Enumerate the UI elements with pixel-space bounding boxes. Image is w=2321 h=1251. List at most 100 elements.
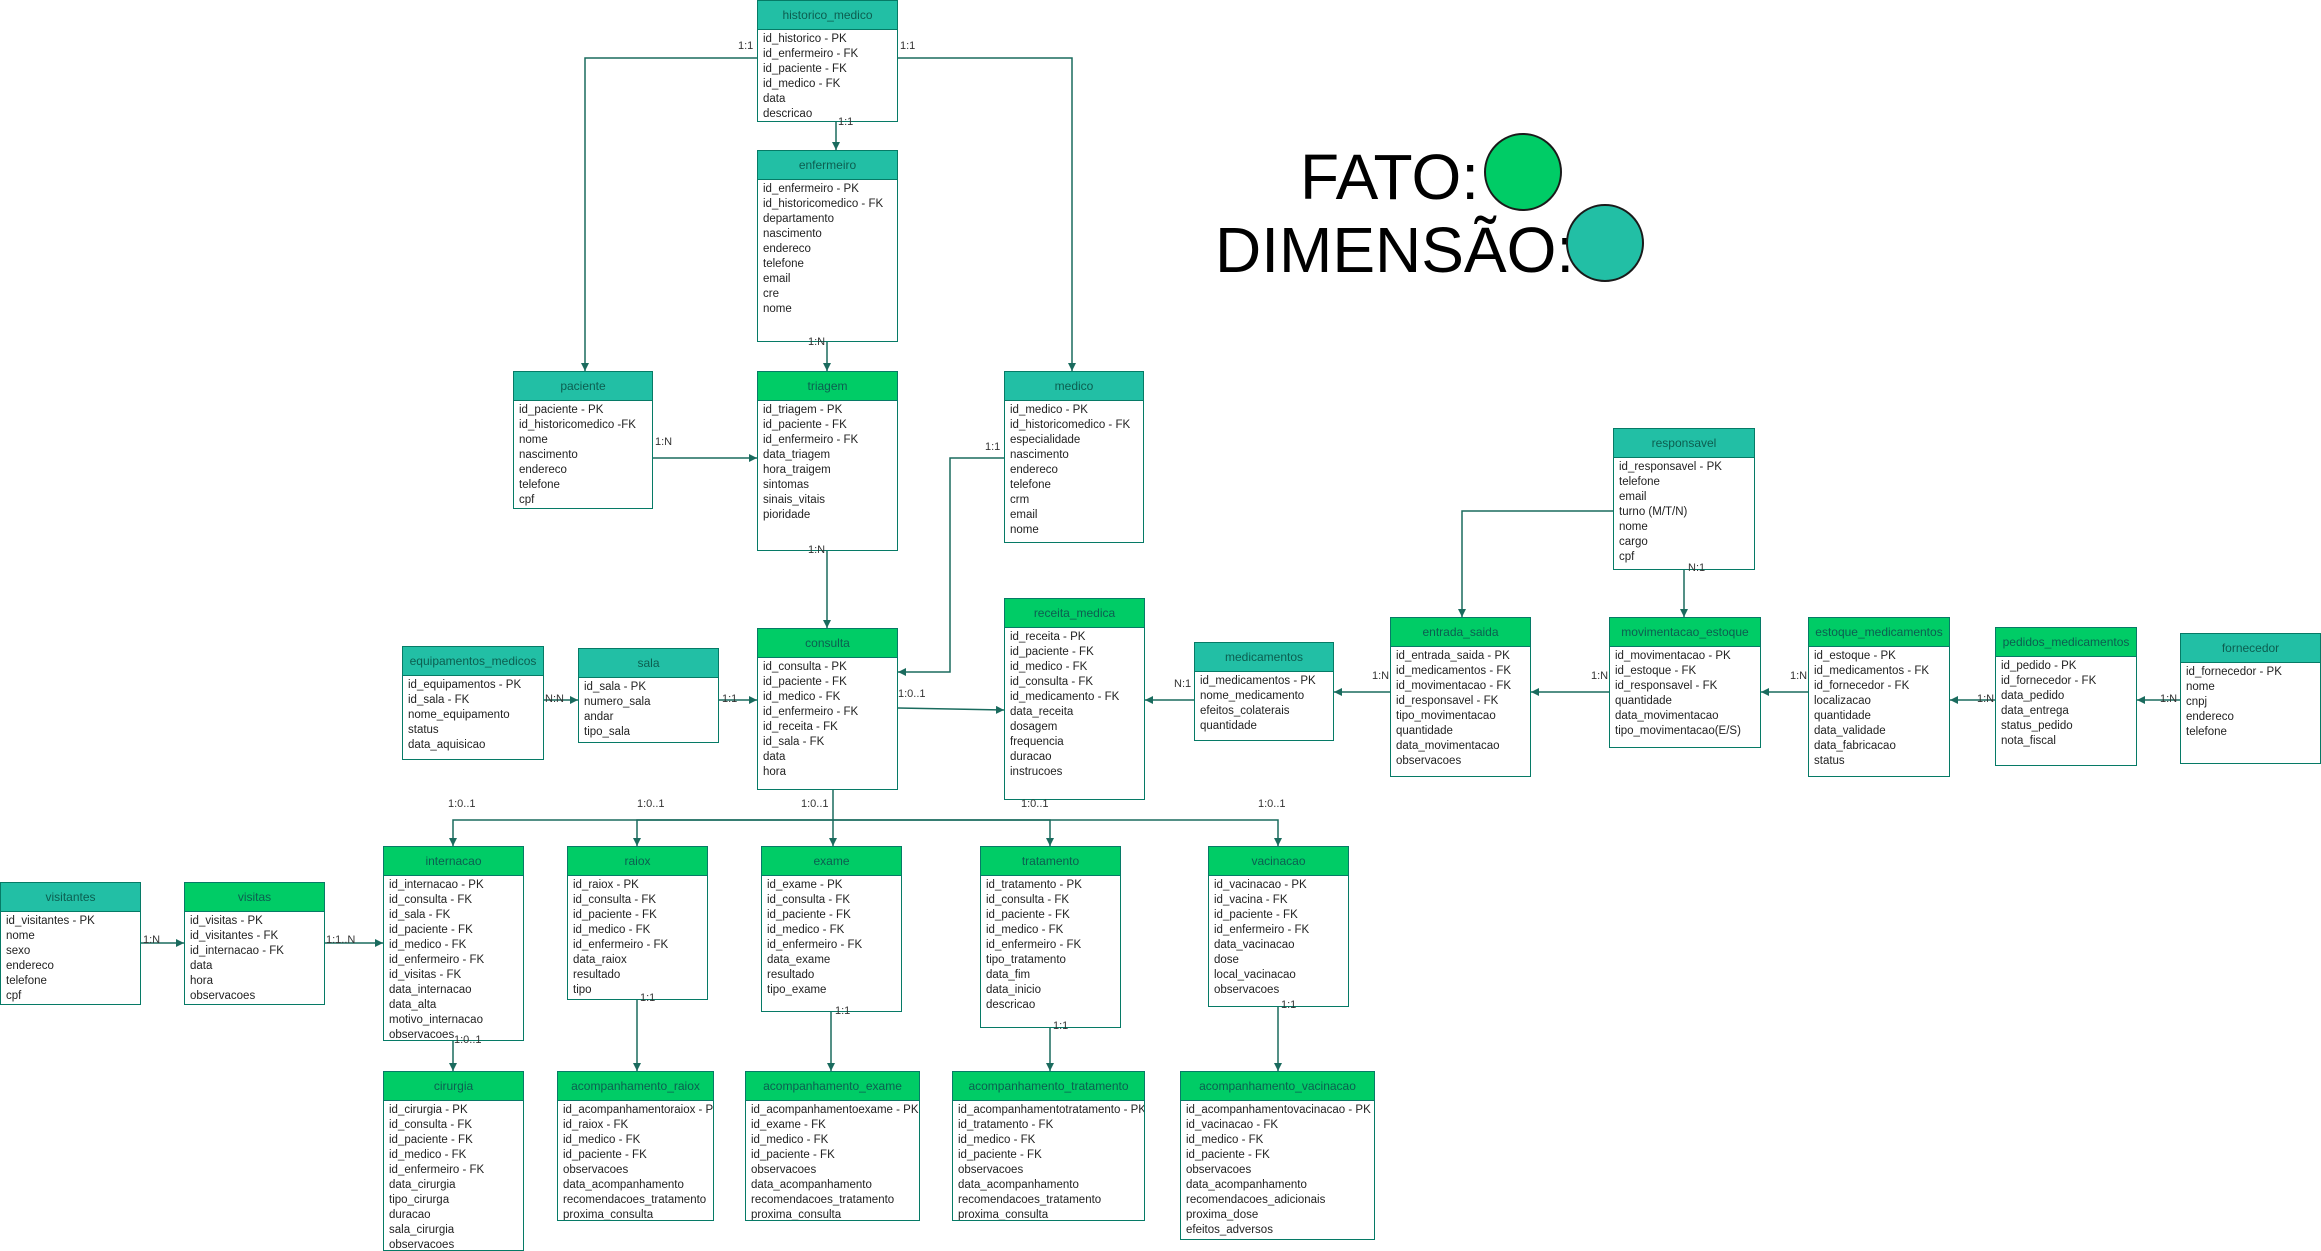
cardinality-label: 1:0..1 — [637, 798, 665, 810]
entity-field: id_medicamentos - FK — [1814, 665, 1930, 677]
entity-field: nome_equipamento — [408, 709, 510, 721]
entity-field: duracao — [1010, 751, 1052, 763]
entity-field: id_responsavel - FK — [1615, 680, 1718, 692]
cardinality-label: 1:0..1 — [801, 798, 829, 810]
entity-field: id_medicamento - FK — [1010, 691, 1120, 703]
cardinality-label: 1:0..1 — [448, 798, 476, 810]
entity-field: id_paciente - FK — [767, 909, 851, 921]
entity-field: recomendacoes_adicionais — [1186, 1194, 1326, 1206]
entity-field: sintomas — [763, 479, 810, 491]
entity-field: id_consulta - FK — [1010, 676, 1094, 688]
entity-field: id_enfermeiro - FK — [573, 939, 669, 951]
entity-field: dosagem — [1010, 721, 1058, 733]
entity-field: id_raiox - PK — [573, 879, 639, 891]
entity-field: data — [190, 960, 213, 972]
cardinality-label: 1:1 — [835, 1005, 851, 1017]
entity-field: id_paciente - FK — [573, 909, 657, 921]
entity-field: id_medicamentos - FK — [1396, 665, 1512, 677]
entity-field: id_medico - FK — [573, 924, 651, 936]
cardinality-label: 1:N — [808, 544, 826, 556]
entity-title: historico_medico — [758, 1, 897, 30]
entity-field: nome — [6, 930, 35, 942]
entity-title: exame — [762, 847, 901, 876]
entity-title: acompanhamento_tratamento — [953, 1072, 1144, 1101]
entity-field: data_receita — [1010, 706, 1074, 718]
entity-title: cirurgia — [384, 1072, 523, 1101]
entity-field: localizacao — [1814, 695, 1871, 707]
cardinality-label: 1:N — [808, 336, 826, 348]
entity-field: id_paciente - FK — [763, 63, 847, 75]
entity-field: recomendacoes_tratamento — [751, 1194, 895, 1206]
entity-field: id_triagem - PK — [763, 404, 843, 416]
cardinality-label: 1:N — [2160, 693, 2178, 705]
entity-field: data_exame — [767, 954, 831, 966]
entity-field: data_movimentacao — [1615, 710, 1719, 722]
entity-field: id_cirurgia - PK — [389, 1104, 468, 1116]
entity-field: id_medico - FK — [751, 1134, 829, 1146]
entity-title: consulta — [758, 629, 897, 658]
entity-field: id_sala - PK — [584, 681, 647, 693]
entity-field: id_movimentacao - FK — [1396, 680, 1512, 692]
entity-field: nome — [763, 303, 792, 315]
entity-field: quantidade — [1814, 710, 1871, 722]
entity-field: telefone — [519, 479, 560, 491]
entity-field: andar — [584, 711, 614, 723]
entity-field: id_acompanhamentotratamento - PK — [958, 1104, 1145, 1116]
entity-title: equipamentos_medicos — [403, 647, 543, 676]
entity-field: id_fornecedor - FK — [1814, 680, 1910, 692]
entity-field: nome — [1010, 524, 1039, 536]
entity-field: endereco — [519, 464, 567, 476]
entity-field: id_consulta - FK — [986, 894, 1070, 906]
entity-field: id_raiox - FK — [563, 1119, 629, 1131]
entity-field: id_internacao - FK — [190, 945, 284, 957]
entity-field: id_enfermeiro - FK — [763, 434, 859, 446]
cardinality-label: 1:1 — [722, 693, 738, 705]
entity-field: id_paciente - PK — [519, 404, 604, 416]
cardinality-label: 1:N — [143, 934, 161, 946]
entity-field: id_enfermeiro - FK — [763, 48, 859, 60]
entity-field: data — [763, 751, 786, 763]
entity-acompanhamento-tratamento[interactable]: acompanhamento_tratamento id_acompanhamen… — [952, 1071, 1145, 1221]
entity-field: hora — [190, 975, 214, 987]
entity-field: tipo_cirurga — [389, 1194, 450, 1206]
cardinality-label: 1:N — [655, 436, 673, 448]
entity-field: email — [1010, 509, 1038, 521]
cardinality-label: 1:1 — [838, 116, 854, 128]
entity-field: observacoes — [563, 1164, 629, 1176]
entity-title: movimentacao_estoque — [1610, 618, 1760, 647]
